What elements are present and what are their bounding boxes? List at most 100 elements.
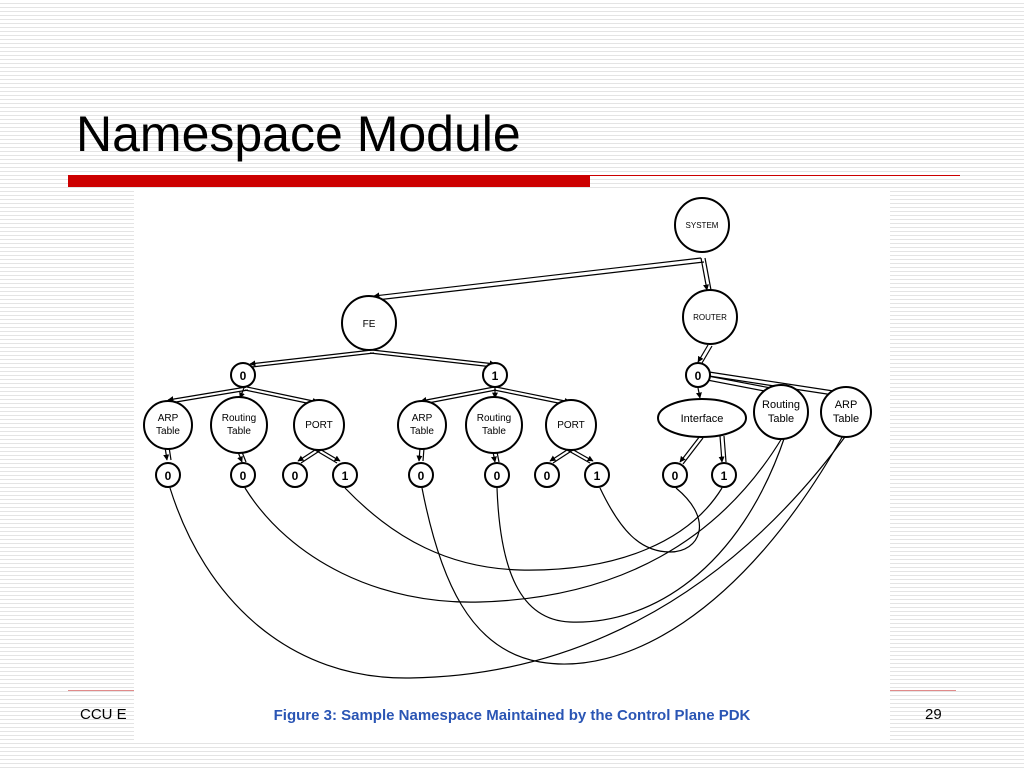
node-router: [682, 289, 738, 345]
leaf-routing2-zero: [484, 462, 510, 488]
footer-text: CCU E: [80, 706, 127, 723]
edge-port2-one-b: [566, 449, 591, 464]
edge-fe1-port-b: [493, 389, 569, 406]
label-fe: FE: [363, 319, 376, 330]
curve-arp2-to-arp-router: [421, 431, 846, 665]
edge-router0-interface: [695, 387, 702, 399]
tree-nodes: [143, 197, 872, 488]
label-leaf-port1-zero: 0: [292, 469, 299, 483]
edge-router-router0-b: [701, 345, 713, 364]
label-leaf-port2-one: 1: [594, 469, 601, 483]
leaf-interface-zero: [662, 462, 688, 488]
edge-arp2-zero: [416, 447, 423, 462]
label-arp-table-1-line1: ARP: [158, 413, 179, 424]
node-router0: [685, 362, 711, 388]
leaf-arp1-zero: [155, 462, 181, 488]
edge-fe0-port-b: [244, 389, 317, 406]
node-labels: SYSTEM FE ROUTER 0 1 0 ARP Table Routing…: [156, 221, 859, 483]
label-leaf-arp2-zero: 0: [418, 469, 425, 483]
namespace-figure: SYSTEM FE ROUTER 0 1 0 ARP Table Routing…: [134, 190, 890, 742]
edge-system-fe-b: [376, 261, 705, 301]
leaf-routing1-zero: [230, 462, 256, 488]
edge-router-router0: [697, 344, 709, 363]
label-routing-table-2-line2: Table: [482, 426, 506, 437]
edge-fe0-arp-b: [169, 389, 249, 404]
node-fe0: [230, 362, 256, 388]
edge-fe0-port: [246, 386, 319, 404]
node-port-2: [545, 399, 597, 451]
leaf-port1-zero: [282, 462, 308, 488]
label-routing-table-1-line1: Routing: [222, 413, 256, 424]
label-arp-table-3-line1: ARP: [835, 399, 858, 411]
edge-fe-fe0: [249, 349, 373, 367]
edge-port1-one-b: [314, 449, 338, 464]
label-arp-table-2-line2: Table: [410, 426, 434, 437]
title-underline: [68, 175, 960, 187]
label-router0: 0: [695, 369, 702, 383]
node-arp-table-3: [820, 386, 872, 438]
label-leaf-interface-zero: 0: [672, 469, 679, 483]
edge-system-router-b: [704, 257, 712, 291]
node-fe: [341, 295, 397, 351]
label-routing-table-3-line2: Table: [768, 413, 794, 425]
title-underline-bar: [68, 175, 590, 187]
leaf-arp2-zero: [408, 462, 434, 488]
node-interface: [657, 398, 747, 438]
edge-system-router: [700, 257, 709, 291]
label-arp-table-1-line2: Table: [156, 426, 180, 437]
reference-curves: [169, 429, 851, 679]
label-port-2: PORT: [557, 420, 585, 431]
title-underline-line: [590, 175, 960, 176]
leaf-port2-zero: [534, 462, 560, 488]
edge-fe-fe1: [371, 349, 496, 367]
label-arp-table-2-line1: ARP: [412, 413, 433, 424]
node-system: [674, 197, 730, 253]
label-port-1: PORT: [305, 420, 333, 431]
tree-edges: [163, 257, 841, 465]
slide-title: Namespace Module: [76, 106, 521, 162]
edge-fe1-arp: [420, 386, 495, 403]
edge-fe-fe0-b: [251, 352, 375, 368]
label-leaf-routing1-zero: 0: [240, 469, 247, 483]
node-arp-table-2: [397, 400, 447, 450]
node-routing-table-2: [465, 396, 523, 454]
edge-fe1-arp-b: [422, 389, 497, 405]
edge-fe-fe1-b: [369, 352, 494, 368]
edge-interface-one-b: [723, 435, 727, 463]
edge-fe1-port: [495, 386, 571, 404]
curve-arp1-to-arp-router: [169, 429, 851, 679]
label-leaf-port1-one: 1: [342, 469, 349, 483]
label-router: ROUTER: [693, 313, 727, 322]
edge-fe0-arp: [167, 386, 247, 403]
edge-router0-arp: [708, 371, 841, 395]
curve-port2-to-interface0: [599, 487, 700, 553]
page-number: 29: [925, 706, 942, 723]
node-arp-table-1: [143, 400, 193, 450]
label-routing-table-1-line2: Table: [227, 426, 251, 437]
label-routing-table-3-line1: Routing: [762, 399, 800, 411]
curve-routing2-to-routing-router: [496, 435, 786, 623]
label-fe1: 1: [492, 369, 499, 383]
curve-port1-to-interface1: [344, 487, 723, 571]
label-interface: Interface: [681, 413, 724, 425]
curve-routing1-to-routing-router: [244, 437, 783, 603]
edge-interface-zero-b: [682, 437, 704, 465]
node-port-1: [293, 399, 345, 451]
label-routing-table-2-line1: Routing: [477, 413, 511, 424]
edge-arp2-zero-b: [422, 447, 425, 462]
label-fe0: 0: [240, 369, 247, 383]
label-arp-table-3-line2: Table: [833, 413, 859, 425]
node-routing-table-1: [210, 396, 268, 454]
label-leaf-routing2-zero: 0: [494, 469, 501, 483]
leaf-port2-one: [584, 462, 610, 488]
edge-system-fe: [373, 257, 702, 299]
namespace-tree-diagram: SYSTEM FE ROUTER 0 1 0 ARP Table Routing…: [143, 197, 872, 679]
edge-interface-zero: [679, 435, 701, 463]
label-leaf-arp1-zero: 0: [165, 469, 172, 483]
leaf-interface-one: [711, 462, 737, 488]
node-fe1: [482, 362, 508, 388]
leaf-port1-one: [332, 462, 358, 488]
label-system: SYSTEM: [686, 221, 719, 230]
figure-caption: Figure 3: Sample Namespace Maintained by…: [273, 707, 751, 724]
node-routing-table-3: [753, 384, 809, 440]
